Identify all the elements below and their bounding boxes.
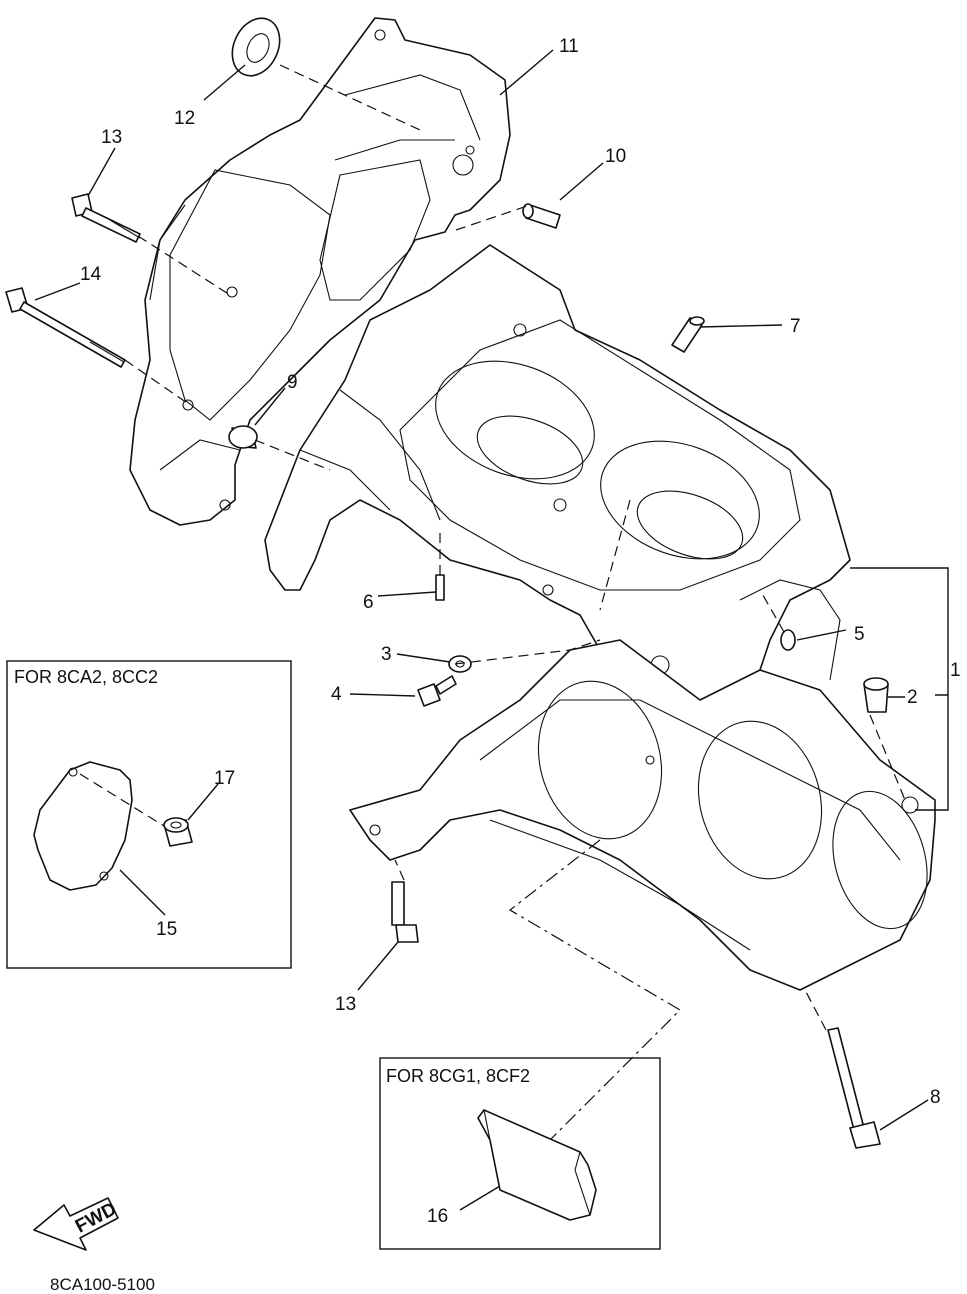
- bracket-part-1: [850, 567, 949, 811]
- leader-lines: [34, 49, 929, 1211]
- inset-bottom-title: FOR 8CG1, 8CF2: [386, 1066, 530, 1086]
- pin-part-6: [435, 574, 445, 601]
- cover-plate-part-15: [33, 761, 133, 891]
- callout-9: 9: [287, 372, 298, 393]
- assembly-lines: [124, 64, 906, 1141]
- callout-11: 11: [559, 36, 579, 57]
- callout-8: 8: [930, 1087, 941, 1108]
- plug-part-2: [863, 677, 889, 713]
- callout-17: 17: [214, 768, 235, 789]
- callout-12: 12: [174, 108, 195, 129]
- callout-13-lower: 13: [335, 994, 356, 1015]
- bolt-part-4: [417, 675, 457, 707]
- callout-4: 4: [331, 684, 342, 705]
- collar-part-17: [163, 817, 193, 847]
- callout-2: 2: [907, 687, 918, 708]
- dowel-part-5: [780, 629, 796, 651]
- callout-7: 7: [790, 316, 801, 337]
- washer-part-3: [448, 655, 472, 673]
- callout-3: 3: [381, 644, 392, 665]
- callout-5: 5: [854, 624, 865, 645]
- callout-16: 16: [427, 1206, 448, 1227]
- bolt-part-8: [827, 1027, 881, 1149]
- callout-15: 15: [156, 919, 177, 940]
- callout-14: 14: [80, 264, 102, 285]
- lower-crankcase: [349, 639, 936, 991]
- callout-13-upper: 13: [101, 127, 122, 148]
- bolt-part-13-upper: [71, 193, 141, 243]
- bolt-part-14: [5, 287, 126, 368]
- callout-10: 10: [605, 146, 626, 167]
- plug-part-7: [671, 316, 705, 353]
- bolt-part-13-lower: [391, 881, 419, 943]
- collar-part-9: [228, 425, 258, 449]
- crankcase-cover: [129, 17, 511, 526]
- plate-part-16: [477, 1109, 597, 1221]
- callout-6: 6: [363, 592, 374, 613]
- inset-left-title: FOR 8CA2, 8CC2: [14, 667, 158, 687]
- inset-left: FOR 8CA2, 8CC2: [6, 660, 292, 969]
- callout-1: 1: [950, 660, 961, 681]
- inset-bottom: FOR 8CG1, 8CF2: [379, 1057, 661, 1250]
- bearing-part-12: [231, 17, 281, 77]
- fwd-arrow-icon: FWD: [33, 1197, 120, 1251]
- diagram-code: 8CA100-5100: [50, 1275, 155, 1294]
- dowel-pin-part-10: [522, 203, 561, 229]
